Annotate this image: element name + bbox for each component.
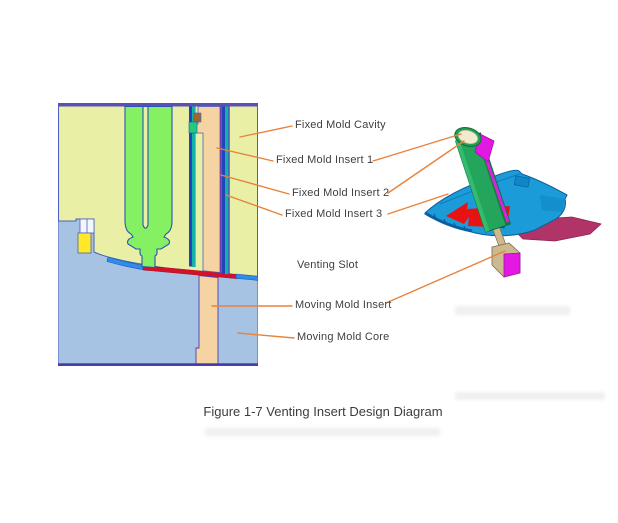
magenta-insert-strip — [484, 157, 510, 223]
watermark-smudge — [455, 306, 570, 315]
label-moving-mold-core: Moving Mold Core — [297, 331, 390, 343]
label-fixed-mold-insert-1: Fixed Mold Insert 1 — [276, 154, 374, 166]
watermark-smudge — [455, 392, 605, 400]
shell-edge-band — [424, 211, 473, 233]
figure-caption: Figure 1-7 Venting Insert Design Diagram — [203, 404, 443, 419]
top-plate-strip — [58, 103, 258, 107]
label-moving-mold-insert: Moving Mold Insert — [295, 299, 392, 311]
spring-green-key-block — [188, 121, 198, 134]
blue-outline-strip — [228, 106, 230, 275]
purple-strip — [220, 106, 222, 274]
yellow-insert-block — [77, 232, 92, 254]
label-fixed-mold-insert-2: Fixed Mold Insert 2 — [292, 187, 390, 199]
label-venting-slot: Venting Slot — [297, 259, 359, 271]
bottom-block-magenta-face — [503, 252, 521, 278]
label-fixed-mold-insert-3: Fixed Mold Insert 3 — [285, 208, 383, 220]
bottom-plate-line — [58, 363, 258, 366]
watermark-smudge — [205, 428, 440, 436]
shell-right-facet — [540, 195, 565, 212]
label-fixed-mold-cavity: Fixed Mold Cavity — [295, 119, 386, 131]
fixed-mold-insert-2-region — [221, 106, 225, 274]
moving-mold-insert-region — [195, 275, 219, 365]
mold-cross-section — [58, 103, 258, 366]
fixed-mold-insert-3-region — [225, 106, 229, 275]
fixed-insert-strip-darkblue-left — [189, 106, 192, 267]
shell-boss — [513, 175, 530, 188]
mold-3d-model — [424, 127, 602, 278]
fixed-insert-strip-teal-left — [192, 106, 196, 267]
brown-key-block — [193, 112, 202, 123]
shell-edge-teeth — [433, 213, 467, 232]
green-venting-insert — [124, 105, 173, 269]
parting-line-blue-strip-right — [235, 273, 258, 281]
